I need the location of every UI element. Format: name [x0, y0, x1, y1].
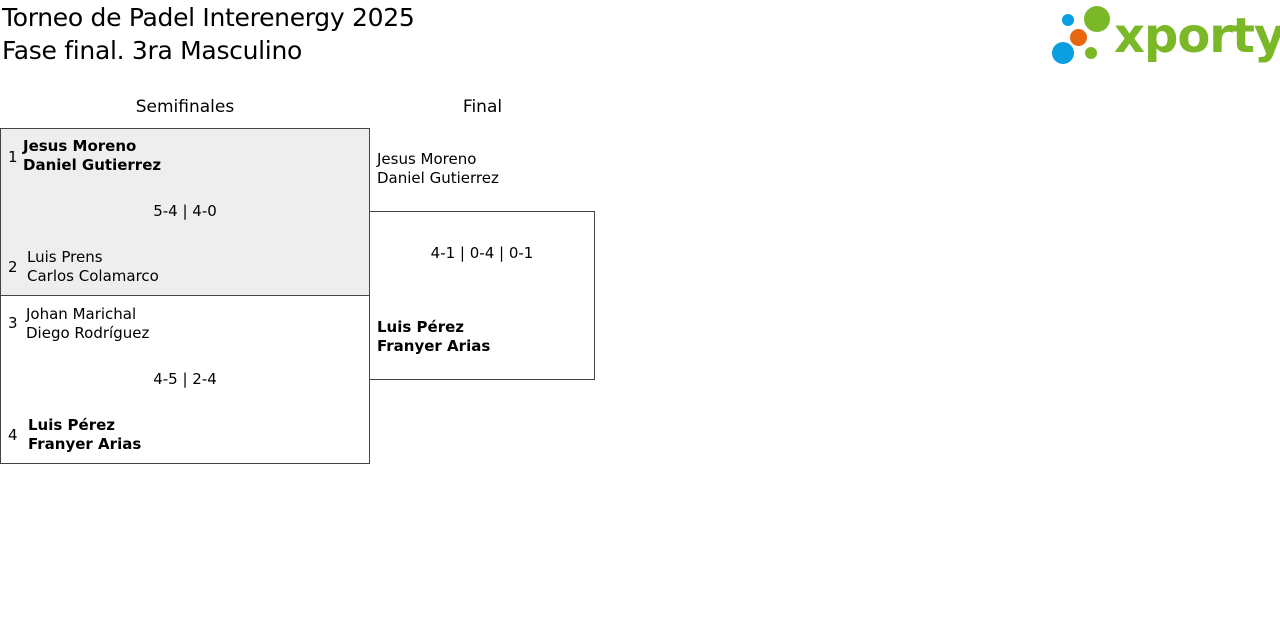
- seed-number: 4: [8, 426, 18, 444]
- player-name: Franyer Arias: [28, 435, 142, 453]
- seed-number: 3: [8, 314, 18, 332]
- round-label-semifinals: Semifinales: [135, 97, 235, 117]
- logo-blue-dot-large: [1052, 42, 1074, 64]
- player-name: Daniel Gutierrez: [377, 169, 499, 187]
- player-name: Luis Pérez: [28, 416, 115, 434]
- player-name: Franyer Arias: [377, 337, 491, 355]
- player-name: Luis Pérez: [377, 318, 464, 336]
- team-pair: Johan Marichal Diego Rodríguez: [26, 305, 149, 343]
- match-score: 4-1 | 0-4 | 0-1: [430, 244, 534, 262]
- player-name: Luis Prens: [27, 248, 103, 266]
- player-name: Johan Marichal: [26, 305, 137, 323]
- player-name: Jesus Moreno: [23, 137, 137, 155]
- logo-green-dot-small: [1085, 47, 1097, 59]
- team-pair: Jesus Moreno Daniel Gutierrez: [23, 137, 161, 175]
- team-pair: Luis Prens Carlos Colamarco: [27, 248, 159, 286]
- seed-number: 1: [8, 148, 18, 166]
- player-name: Daniel Gutierrez: [23, 156, 162, 174]
- semifinal-match-2[interactable]: 3 Johan Marichal Diego Rodríguez 4-5 | 2…: [0, 295, 370, 464]
- match-score: 4-5 | 2-4: [153, 370, 217, 388]
- player-name: Carlos Colamarco: [27, 267, 159, 285]
- logo-blue-dot-small: [1062, 14, 1074, 26]
- page-title: Torneo de Padel Interenergy 2025: [2, 3, 415, 32]
- logo-wordmark: xporty: [1114, 8, 1280, 64]
- logo-orange-dot: [1070, 29, 1087, 46]
- final-match[interactable]: 4-1 | 0-4 | 0-1 Luis Pérez Franyer Arias: [369, 211, 595, 380]
- team-pair: Luis Pérez Franyer Arias: [28, 416, 141, 454]
- xporty-logo[interactable]: xporty: [1050, 4, 1280, 68]
- semifinal-match-1[interactable]: 1 Jesus Moreno Daniel Gutierrez 5-4 | 4-…: [0, 128, 370, 296]
- page-subtitle: Fase final. 3ra Masculino: [2, 36, 302, 65]
- logo-green-dot: [1084, 6, 1110, 32]
- player-name: Diego Rodríguez: [26, 324, 150, 342]
- round-label-final: Final: [462, 97, 503, 117]
- seed-number: 2: [8, 258, 18, 276]
- final-team-bottom: Luis Pérez Franyer Arias: [377, 318, 490, 356]
- final-team-top: Jesus Moreno Daniel Gutierrez: [377, 150, 499, 188]
- match-score: 5-4 | 4-0: [153, 202, 217, 220]
- player-name: Jesus Moreno: [377, 150, 477, 168]
